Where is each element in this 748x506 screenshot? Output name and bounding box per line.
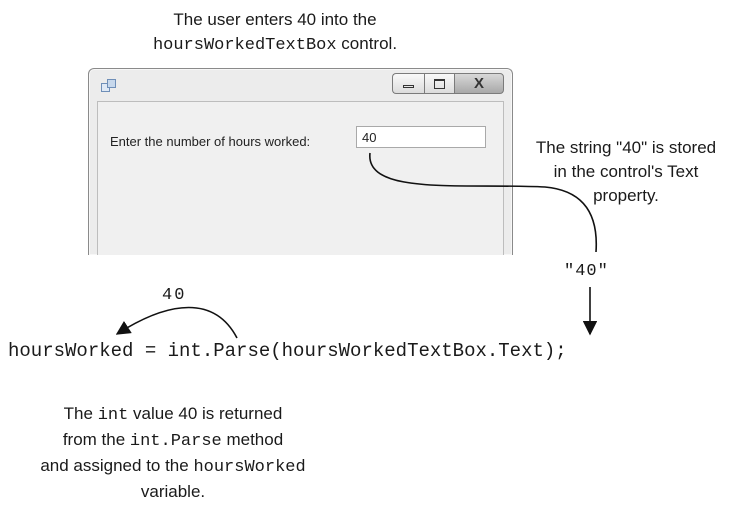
bottom-caption-line1: The int value 40 is returned [8, 402, 338, 428]
maximize-button[interactable] [424, 73, 454, 94]
title-bar[interactable]: X [89, 69, 512, 101]
top-caption-line2: hoursWorkedTextBox control. [120, 32, 430, 58]
close-button[interactable]: X [454, 73, 504, 94]
int-keyword: int [97, 406, 129, 425]
bottom-caption-line2: from the int.Parse method [8, 428, 338, 454]
top-caption: The user enters 40 into the hoursWorkedT… [120, 8, 430, 58]
textbox-to-string-curve [369, 152, 598, 253]
form-window: X Enter the number of hours worked: [88, 68, 513, 255]
right-caption-line3: property. [593, 186, 659, 205]
minimize-button[interactable] [392, 73, 424, 94]
minimize-icon [403, 85, 414, 88]
form-client-area: Enter the number of hours worked: [97, 101, 504, 255]
right-caption-line1: The string "40" is stored [535, 138, 717, 157]
maximize-icon [434, 79, 445, 89]
bottom-caption-line3: and assigned to the hoursWorked [8, 454, 338, 480]
top-caption-line1: The user enters 40 into the [173, 10, 377, 29]
bottom-caption-text: method [221, 430, 284, 449]
code-statement: hoursWorked = int.Parse(hoursWorkedTextB… [8, 340, 567, 362]
close-icon: X [473, 75, 484, 92]
top-caption-suffix: control. [336, 34, 398, 53]
bottom-caption-line4: variable. [140, 482, 206, 501]
hours-prompt-label: Enter the number of hours worked: [110, 134, 311, 149]
bottom-caption-text: from the [62, 430, 130, 449]
int-parse-method: int.Parse [129, 432, 222, 451]
bottom-caption-text: and assigned to the [40, 456, 194, 475]
right-caption-line2: in the control's Text [553, 162, 699, 181]
string-literal: "40" [564, 262, 609, 281]
control-name: hoursWorkedTextBox [152, 36, 337, 55]
return-value-literal: 40 [162, 286, 187, 305]
return-value-arrow [115, 306, 238, 339]
bottom-caption-text: The [63, 404, 98, 423]
bottom-caption-text: value 40 is returned [128, 404, 283, 423]
hours-worked-variable: hoursWorked [193, 458, 306, 477]
window-controls: X [392, 73, 504, 95]
bottom-caption: The int value 40 is returned from the in… [8, 402, 338, 504]
hours-worked-textbox[interactable] [356, 126, 486, 148]
app-icon [101, 79, 116, 92]
right-caption: The string "40" is stored in the control… [506, 136, 746, 208]
